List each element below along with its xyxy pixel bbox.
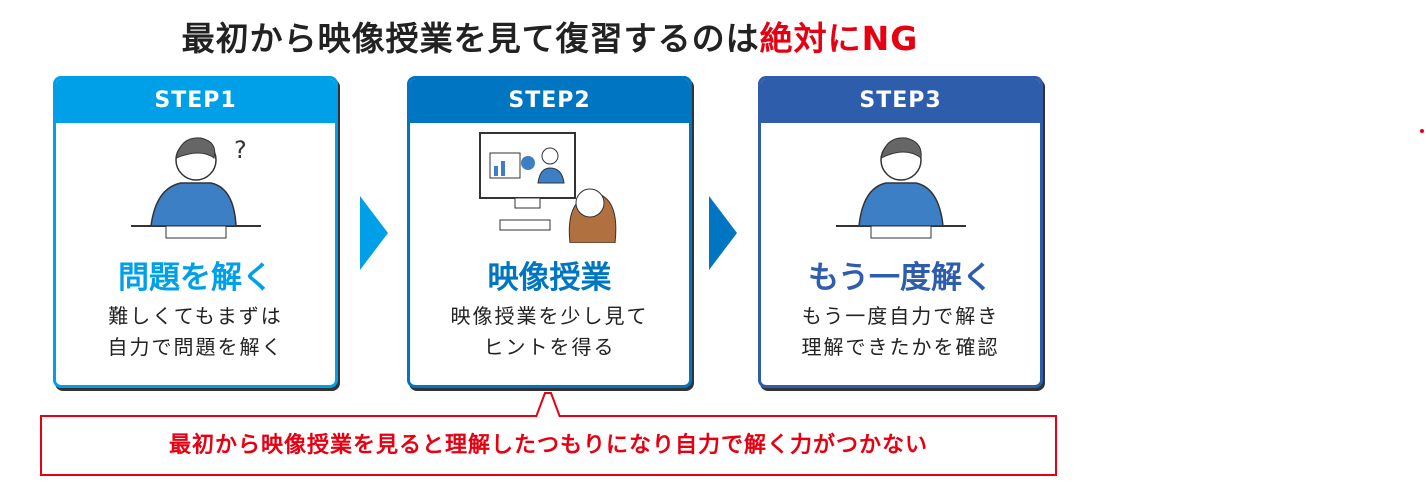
step2-label: STEP2 <box>410 79 689 123</box>
svg-text:?: ? <box>234 136 247 164</box>
desc-line: 映像授業を少し見て <box>450 304 649 328</box>
step2-description: 映像授業を少し見てヒントを得る <box>410 301 689 363</box>
step1-label: STEP1 <box>56 79 335 123</box>
desc-line: ヒントを得る <box>483 335 616 359</box>
student-studying-icon <box>761 123 1040 248</box>
step1-heading: 問題を解く <box>118 260 273 296</box>
student-thinking-icon: ? <box>56 123 335 248</box>
title-main: 最初から映像授業を見て復習するのは <box>181 19 760 58</box>
step3-card: STEP3 もう一度解く もう一度自力で解き理解できたかを確認 <box>758 76 1043 388</box>
step3-label: STEP3 <box>761 79 1040 123</box>
callout-pointer <box>536 392 560 418</box>
page-title: 最初から映像授業を見て復習するのは絶対にNG <box>0 12 1100 60</box>
desc-line: 理解できたかを確認 <box>801 335 1000 359</box>
step2-card: STEP2 映像授業 映像授業を少し見てヒントを得る <box>407 76 692 388</box>
desc-line: 自力で問題を解く <box>107 335 284 359</box>
title-emphasis: 絶対にNG <box>759 19 919 58</box>
step1-description: 難しくてもまずは自力で問題を解く <box>56 301 335 363</box>
step3-heading: もう一度解く <box>807 260 994 296</box>
arrow-right-icon <box>360 196 388 270</box>
step2-heading: 映像授業 <box>487 260 612 296</box>
step3-description: もう一度自力で解き理解できたかを確認 <box>761 301 1040 363</box>
video-lesson-icon <box>410 123 689 248</box>
desc-line: もう一度自力で解き <box>801 304 1000 328</box>
arrow-right-icon <box>709 196 737 270</box>
warning-callout: 最初から映像授業を見ると理解したつもりになり自力で解く力がつかない <box>40 415 1057 476</box>
red-dot <box>1420 129 1424 133</box>
desc-line: 難しくてもまずは <box>108 304 283 328</box>
step1-card: STEP1 ? 問題を解く 難しくてもまずは自力で問題を解く <box>53 76 338 388</box>
